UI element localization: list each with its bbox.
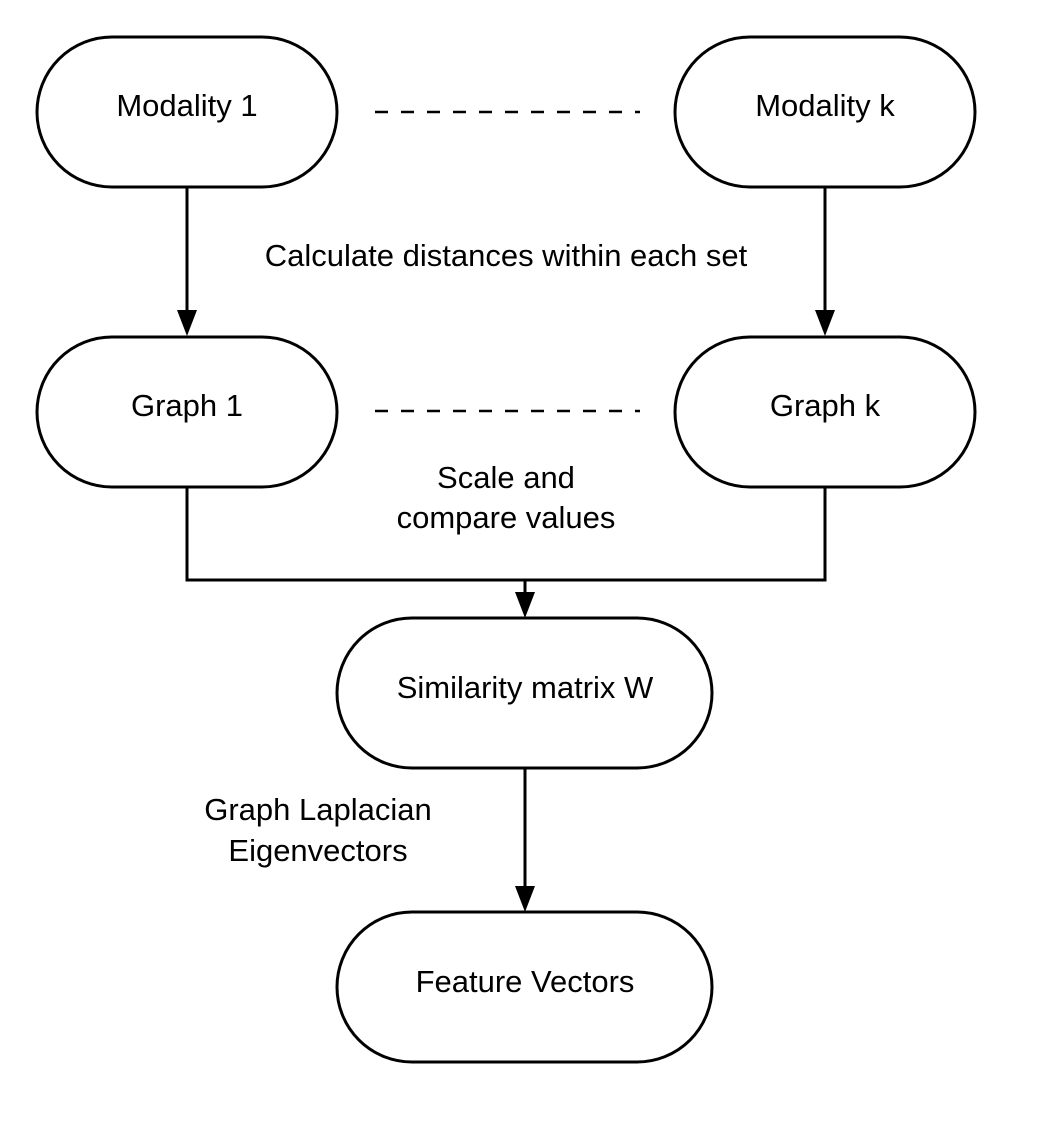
edge-label-laplacian-line1: Graph Laplacian [204, 792, 432, 827]
arrowhead-graph1 [177, 310, 197, 336]
edge-label-laplacian-line2: Eigenvectors [228, 833, 407, 868]
edge-label-scale-compare-line1: Scale and [437, 460, 575, 495]
node-modality-1-label: Modality 1 [116, 88, 257, 123]
node-graph-k: Graph k [673, 335, 977, 489]
edge-label-scale-compare-line2: compare values [397, 500, 616, 535]
arrowhead-features [515, 886, 535, 912]
arrowhead-similarity [515, 592, 535, 618]
node-modality-k: Modality k [673, 35, 977, 189]
edge-modalityk-to-graphk [815, 187, 835, 336]
node-feature-vectors: Feature Vectors [335, 910, 714, 1064]
arrowhead-graphk [815, 310, 835, 336]
node-graph-k-label: Graph k [770, 388, 881, 423]
node-feature-vectors-label: Feature Vectors [416, 964, 635, 999]
edge-graphs-to-similarity [185, 487, 827, 618]
node-similarity-matrix: Similarity matrix W [335, 616, 714, 770]
node-graph-1-label: Graph 1 [131, 388, 243, 423]
node-modality-k-label: Modality k [755, 88, 895, 123]
node-modality-1: Modality 1 [35, 35, 339, 189]
node-graph-1: Graph 1 [35, 335, 339, 489]
edge-label-calculate-distances: Calculate distances within each set [265, 238, 748, 273]
edge-similarity-to-features [515, 768, 535, 912]
edge-modality1-to-graph1 [177, 187, 197, 336]
node-similarity-matrix-label: Similarity matrix W [397, 670, 654, 705]
